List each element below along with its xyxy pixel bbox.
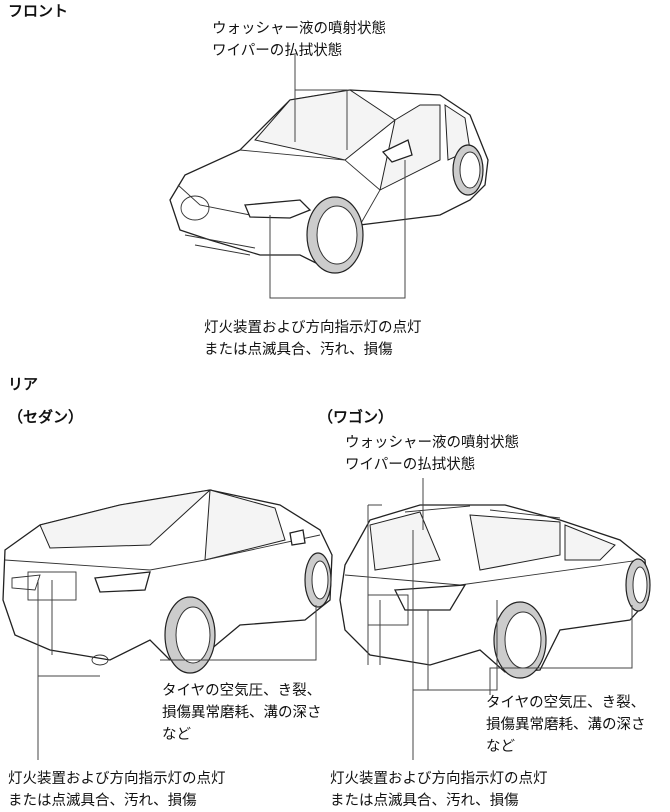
label-line: または点滅具合、汚れ、損傷 — [8, 793, 197, 809]
label-line: ワイパーの払拭状態 — [345, 457, 476, 473]
label-line: または点滅具合、汚れ、損傷 — [204, 342, 393, 358]
wagon-washer-label: ウォッシャー液の噴射状態 ワイパーの払拭状態 — [345, 432, 519, 476]
wagon-leader-lines — [367, 478, 633, 760]
front-leader-lines — [269, 55, 406, 299]
front-washer-label: ウォッシャー液の噴射状態 ワイパーの払拭状態 — [212, 18, 386, 62]
label-line: ウォッシャー液の噴射状態 — [345, 435, 519, 451]
front-heading: フロント — [8, 2, 69, 20]
label-line: ウォッシャー液の噴射状態 — [212, 21, 386, 37]
sedan-leader-lines — [37, 580, 317, 760]
label-line: タイヤの空気圧、き裂、 — [162, 683, 322, 699]
label-line: ワイパーの払拭状態 — [212, 43, 343, 59]
sedan-lamp-label: 灯火装置および方向指示灯の点灯 または点滅具合、汚れ、損傷 — [8, 768, 226, 812]
wagon-tire-label: タイヤの空気圧、き裂、 損傷異常磨耗、溝の深さ など — [486, 692, 646, 758]
front-lamp-label: 灯火装置および方向指示灯の点灯 または点滅具合、汚れ、損傷 — [204, 317, 422, 361]
rear-wagon-illustration — [339, 504, 651, 679]
label-line: 灯火装置および方向指示灯の点灯 — [204, 320, 422, 336]
label-line: 損傷異常磨耗、溝の深さ — [162, 705, 322, 721]
sedan-subheading: （セダン） — [8, 408, 84, 426]
label-line: または点滅具合、汚れ、損傷 — [330, 793, 519, 809]
label-line: 損傷異常磨耗、溝の深さ — [486, 717, 646, 733]
label-line: など — [486, 739, 515, 755]
label-line: 灯火装置および方向指示灯の点灯 — [330, 771, 548, 787]
label-line: など — [162, 727, 191, 743]
rear-sedan-illustration — [2, 489, 333, 674]
front-sedan-illustration — [169, 89, 489, 274]
sedan-tire-label: タイヤの空気圧、き裂、 損傷異常磨耗、溝の深さ など — [162, 680, 322, 746]
label-line: タイヤの空気圧、き裂、 — [486, 695, 646, 711]
wagon-lamp-label: 灯火装置および方向指示灯の点灯 または点滅具合、汚れ、損傷 — [330, 768, 548, 812]
label-line: 灯火装置および方向指示灯の点灯 — [8, 771, 226, 787]
rear-heading: リア — [8, 375, 39, 393]
wagon-subheading: （ワゴン） — [318, 408, 394, 426]
